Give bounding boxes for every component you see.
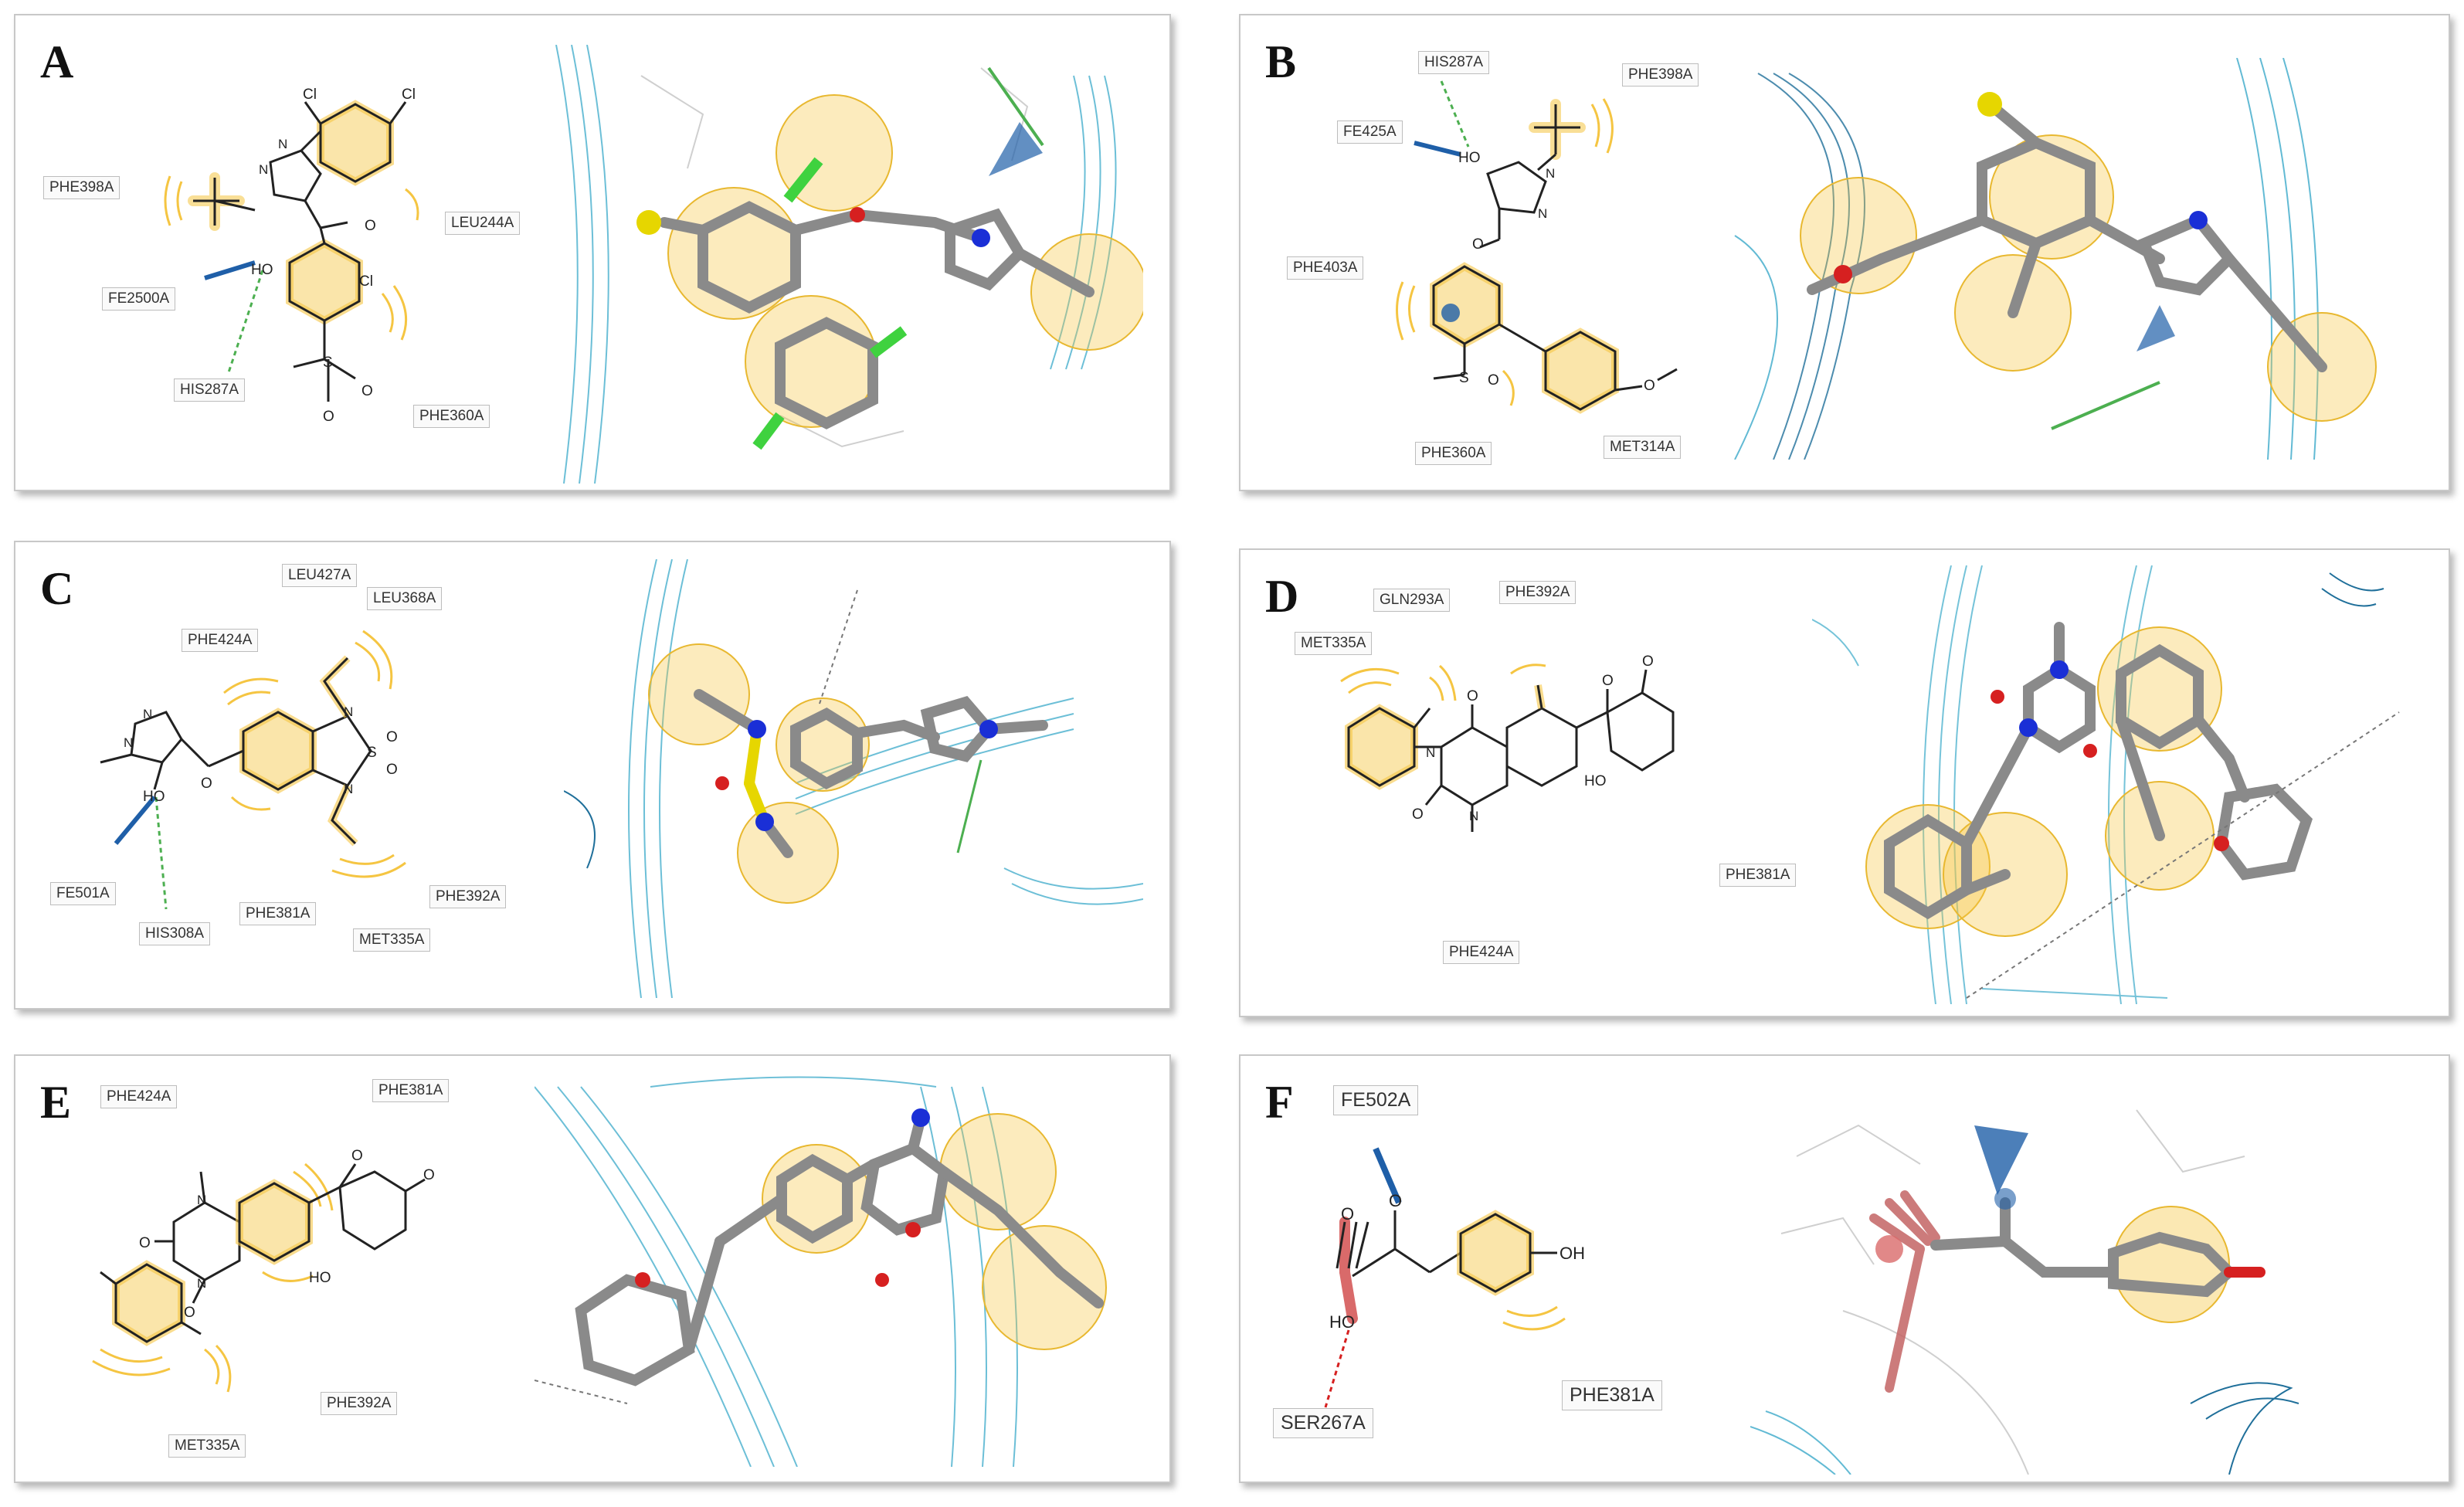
atom-label: O — [1389, 1191, 1402, 1210]
ligand-2d-diagram: Cl Cl Cl HO N N S O O O — [164, 87, 419, 425]
atom-label: HO — [143, 789, 165, 805]
residue-label: PHE424A — [100, 1085, 178, 1108]
panel-letter: B — [1265, 36, 1297, 87]
residue-label: MET335A — [353, 928, 431, 952]
3d-binding-pose-view — [1727, 58, 2422, 460]
panel-c: C LEU427A LEU368A PHE424A FE501A HIS308A… — [14, 541, 1171, 1010]
atom-label: N — [1426, 745, 1435, 760]
residue-label: MET335A — [168, 1434, 246, 1458]
ligand-2d-diagram: HO N N N N S O O O — [100, 630, 406, 910]
atom-label: HO — [1584, 773, 1607, 789]
panel-e: E PHE424A PHE381A PHE392A MET335A HO N N… — [14, 1054, 1171, 1483]
panel-a: A PHE398A FE2500A HIS287A LEU244A PHE360… — [14, 14, 1171, 491]
atom-label: Cl — [402, 87, 416, 103]
panel-b: B HIS287A PHE398A FE425A PHE403A PHE360A… — [1239, 14, 2450, 491]
atom-label: OH — [1560, 1244, 1585, 1263]
residue-label: LEU427A — [282, 564, 358, 587]
atom-label: O — [361, 383, 373, 399]
residue-label: GLN293A — [1373, 589, 1451, 612]
residue-label: FE2500A — [102, 287, 176, 311]
atom-label: N — [1546, 166, 1555, 181]
atom-label: HO — [251, 262, 273, 278]
atom-label: N — [344, 704, 353, 719]
residue-label: FE425A — [1337, 120, 1403, 144]
atom-label: S — [367, 745, 377, 761]
residue-label: HIS287A — [1418, 51, 1490, 74]
panel-letter: F — [1265, 1077, 1294, 1128]
residue-label: PHE398A — [43, 176, 120, 199]
atom-label: N — [344, 782, 353, 796]
ligand-2d-diagram: HO N N O O O O — [1340, 653, 1675, 832]
atom-label: HO — [309, 1270, 331, 1286]
panel-letter: A — [40, 36, 74, 87]
atom-label: O — [423, 1167, 435, 1183]
atom-label: O — [1412, 806, 1424, 823]
residue-label: PHE403A — [1287, 256, 1364, 280]
atom-label: Cl — [359, 273, 373, 290]
atom-label: O — [201, 776, 212, 792]
atom-label: O — [1467, 688, 1478, 704]
residue-label: FE502A — [1333, 1085, 1419, 1115]
atom-label: O — [184, 1305, 195, 1321]
atom-label: N — [278, 137, 287, 151]
residue-label: MET335A — [1295, 632, 1373, 655]
atom-label: O — [365, 218, 376, 234]
ligand-2d-diagram: HO OH O O — [1324, 1147, 1585, 1408]
residue-label: PHE360A — [413, 405, 490, 428]
atom-label: O — [1472, 236, 1484, 253]
residue-label: PHE392A — [1499, 581, 1576, 604]
3d-binding-pose-view — [535, 1071, 1145, 1467]
atom-label: S — [1459, 370, 1469, 386]
residue-label: HIS287A — [174, 378, 246, 402]
atom-label: O — [386, 729, 398, 745]
panel-letter: D — [1265, 571, 1299, 622]
atom-label: N — [124, 735, 133, 750]
atom-label: N — [197, 1193, 206, 1207]
residue-label: PHE424A — [182, 629, 259, 652]
atom-label: O — [1341, 1204, 1354, 1224]
residue-label: PHE381A — [239, 902, 317, 925]
atom-label: HO — [1458, 150, 1481, 166]
atom-label: O — [1644, 378, 1655, 394]
residue-label: PHE381A — [1562, 1380, 1662, 1410]
residue-label: LEU368A — [367, 587, 443, 610]
residue-label: PHE392A — [321, 1392, 398, 1415]
residue-label: HIS308A — [139, 922, 211, 945]
atom-label: N — [259, 162, 268, 177]
panel-letter: C — [40, 563, 74, 614]
residue-label: FE501A — [50, 882, 116, 905]
atom-label: N — [1538, 206, 1547, 221]
residue-label: PHE381A — [372, 1079, 450, 1102]
residue-label: PHE360A — [1415, 442, 1492, 465]
panel-letter: E — [40, 1077, 72, 1128]
3d-binding-pose-view — [1750, 1079, 2353, 1475]
residue-label: LEU244A — [445, 212, 521, 235]
ligand-2d-diagram: HO N N O O O O — [92, 1148, 435, 1393]
residue-label: PHE381A — [1719, 864, 1797, 887]
atom-label: O — [1642, 653, 1654, 670]
atom-label: S — [323, 355, 333, 371]
residue-label: SER267A — [1273, 1408, 1373, 1438]
atom-label: O — [323, 409, 334, 425]
3d-binding-pose-view — [564, 559, 1143, 998]
atom-label: N — [1469, 809, 1478, 823]
atom-label: HO — [1329, 1312, 1355, 1332]
atom-label: O — [139, 1235, 151, 1251]
panel-d: D GLN293A PHE392A MET335A PHE381A PHE424… — [1239, 548, 2450, 1017]
atom-label: N — [143, 707, 152, 721]
residue-label: PHE398A — [1622, 63, 1699, 87]
ligand-2d-diagram: HO N N S O O O — [1396, 80, 1678, 414]
residue-label: PHE424A — [1443, 941, 1520, 964]
residue-label: PHE392A — [429, 885, 507, 908]
panel-f: F FE502A SER267A PHE381A HO OH O O — [1239, 1054, 2450, 1483]
3d-binding-pose-view — [1812, 565, 2422, 1004]
atom-label: N — [197, 1276, 206, 1291]
atom-label: O — [1602, 673, 1614, 689]
atom-label: O — [1488, 372, 1499, 389]
atom-label: Cl — [303, 87, 317, 103]
atom-label: O — [351, 1148, 363, 1164]
3d-binding-pose-view — [548, 45, 1143, 484]
residue-label: MET314A — [1604, 436, 1682, 459]
atom-label: O — [386, 762, 398, 778]
